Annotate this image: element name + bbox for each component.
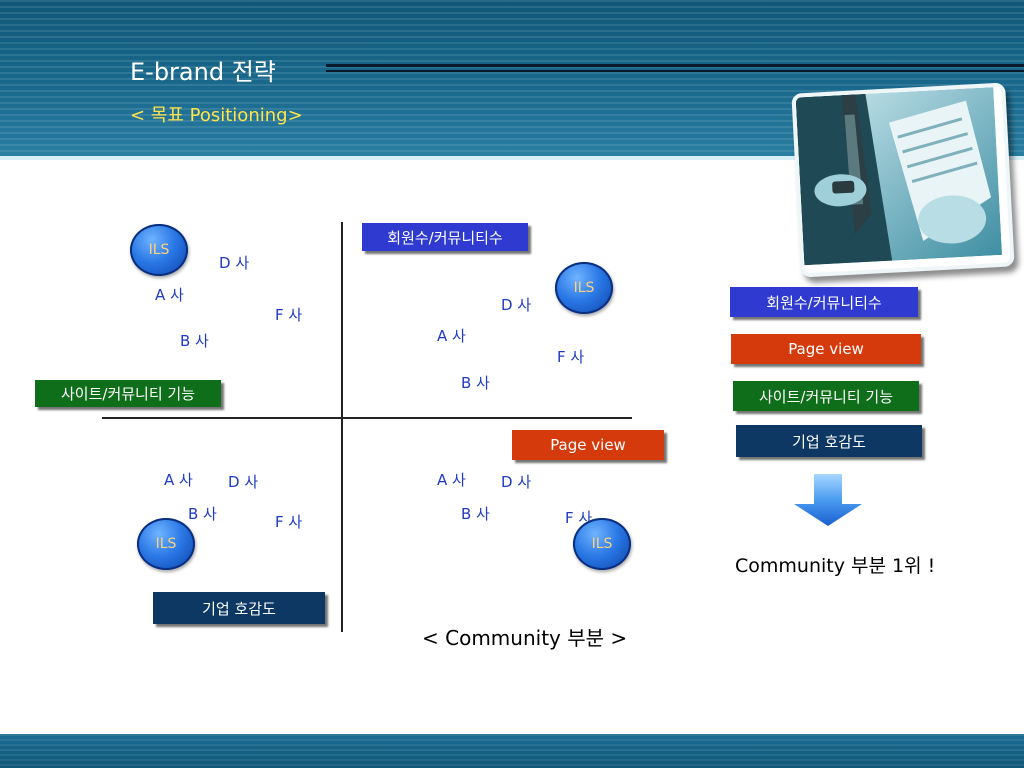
business-photo bbox=[791, 82, 1015, 278]
company-f: F 사 bbox=[275, 513, 303, 531]
company-d: D 사 bbox=[228, 473, 259, 491]
company-b: B 사 bbox=[188, 505, 217, 523]
axis-label-members: 회원수/커뮤니티수 bbox=[362, 223, 528, 251]
axis-label-favorability: 기업 호감도 bbox=[153, 592, 325, 624]
diagram-caption: < Community 부분 > bbox=[422, 626, 628, 650]
axis-label-site-function: 사이트/커뮤니티 기능 bbox=[35, 380, 221, 407]
legend-favorability: 기업 호감도 bbox=[736, 425, 922, 457]
ils-marker-top-right: ILS bbox=[555, 262, 613, 314]
company-f: F 사 bbox=[275, 306, 303, 324]
legend-page-view: Page view bbox=[731, 334, 921, 364]
ils-marker-bottom-right: ILS bbox=[573, 518, 631, 570]
company-b: B 사 bbox=[461, 505, 490, 523]
title-rule bbox=[326, 64, 1024, 72]
ils-label: ILS bbox=[155, 536, 177, 552]
legend-members: 회원수/커뮤니티수 bbox=[730, 287, 918, 317]
down-arrow-icon bbox=[794, 474, 862, 526]
horizontal-axis bbox=[102, 417, 632, 419]
company-a: A 사 bbox=[164, 471, 193, 489]
slide-title: E-brand 전략 bbox=[130, 58, 276, 86]
company-a: A 사 bbox=[437, 471, 466, 489]
ils-marker-bottom-left: ILS bbox=[137, 518, 195, 570]
slide-subtitle: < 목표 Positioning> bbox=[130, 105, 303, 126]
company-f: F 사 bbox=[557, 348, 585, 366]
result-text: Community 부분 1위 ! bbox=[735, 555, 936, 577]
company-b: B 사 bbox=[461, 374, 490, 392]
header-divider bbox=[0, 156, 1024, 160]
ils-label: ILS bbox=[148, 242, 170, 258]
ils-label: ILS bbox=[591, 536, 613, 552]
photo-illustration bbox=[795, 87, 1003, 266]
company-b: B 사 bbox=[180, 332, 209, 350]
company-d: D 사 bbox=[501, 473, 532, 491]
company-a: A 사 bbox=[155, 286, 184, 304]
company-a: A 사 bbox=[437, 327, 466, 345]
company-d: D 사 bbox=[501, 296, 532, 314]
axis-label-page-view: Page view bbox=[512, 430, 664, 460]
vertical-axis bbox=[341, 222, 343, 632]
ils-marker-top-left: ILS bbox=[130, 224, 188, 276]
ils-label: ILS bbox=[573, 280, 595, 296]
legend-site-function: 사이트/커뮤니티 기능 bbox=[733, 381, 919, 411]
footer-band bbox=[0, 734, 1024, 768]
company-d: D 사 bbox=[219, 254, 250, 272]
